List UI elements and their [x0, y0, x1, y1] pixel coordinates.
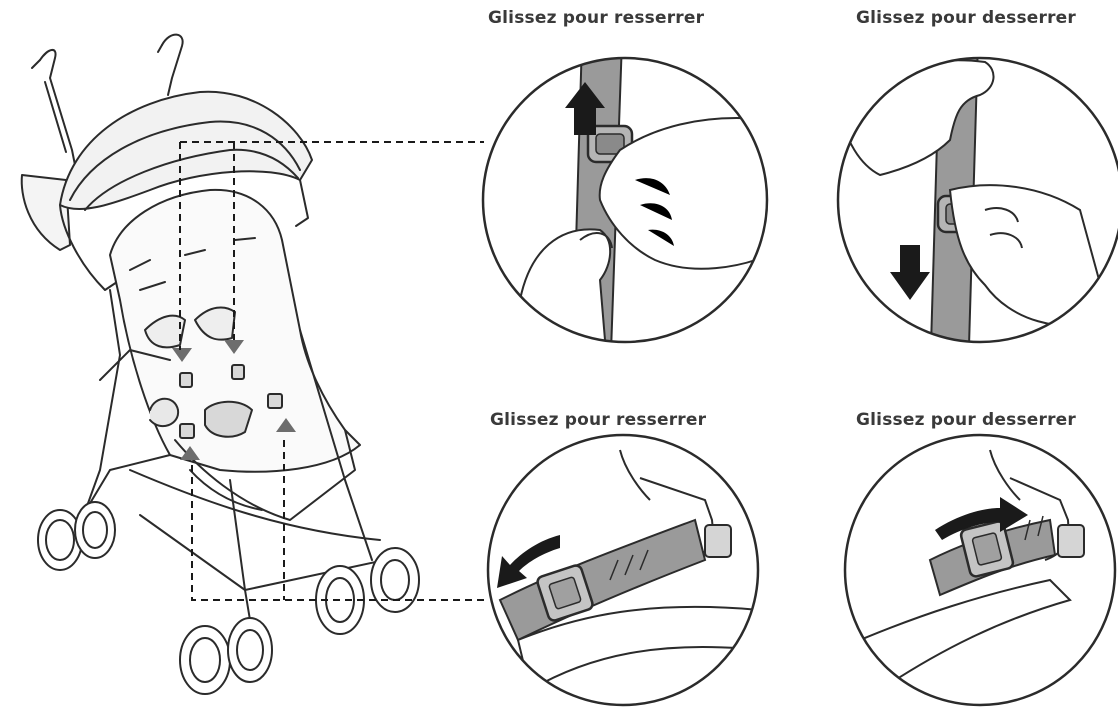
adjust-point-markers — [172, 340, 296, 460]
harness-buckles — [179, 364, 283, 439]
caption-slide-to-tighten-shoulder: Glissez pour resserrer — [488, 8, 705, 28]
tether-line — [619, 449, 651, 501]
stroller-handles — [31, 33, 184, 191]
detail-circle-waist-tighten — [486, 433, 760, 707]
arrow-up-icon — [565, 82, 605, 135]
caption-slide-to-loosen-waist: Glissez pour desserrer — [856, 410, 1076, 430]
arrow-left-icon — [497, 535, 560, 588]
arrow-right-icon — [935, 497, 1028, 540]
stroller-illustration — [20, 33, 420, 695]
side-pocket — [20, 174, 71, 251]
circle-border — [836, 56, 1118, 344]
tether-line — [989, 449, 1021, 501]
buckle-clip — [704, 524, 732, 558]
detail-circle-waist-loosen — [843, 433, 1117, 707]
circle-border — [843, 433, 1117, 707]
circle-border — [486, 433, 760, 707]
circle-border — [481, 56, 769, 344]
callout-dashed-lines — [179, 141, 484, 601]
hand-top — [598, 117, 767, 270]
detail-circle-shoulder-tighten — [481, 56, 769, 344]
hand-bottom — [948, 184, 1112, 327]
buckle-clip — [1057, 524, 1085, 558]
marker-arrow-down-right — [224, 340, 244, 354]
caption-slide-to-loosen-shoulder: Glissez pour desserrer — [856, 8, 1076, 28]
detail-circle-shoulder-loosen — [836, 56, 1118, 344]
marker-arrow-down-left — [172, 348, 192, 362]
arrow-down-icon — [890, 245, 930, 300]
marker-arrow-up-right — [276, 418, 296, 432]
marker-arrow-up-left — [180, 446, 200, 460]
stroller-wheels — [37, 501, 420, 695]
caption-slide-to-tighten-waist: Glissez pour resserrer — [490, 410, 707, 430]
stroller-canopy — [59, 90, 313, 291]
